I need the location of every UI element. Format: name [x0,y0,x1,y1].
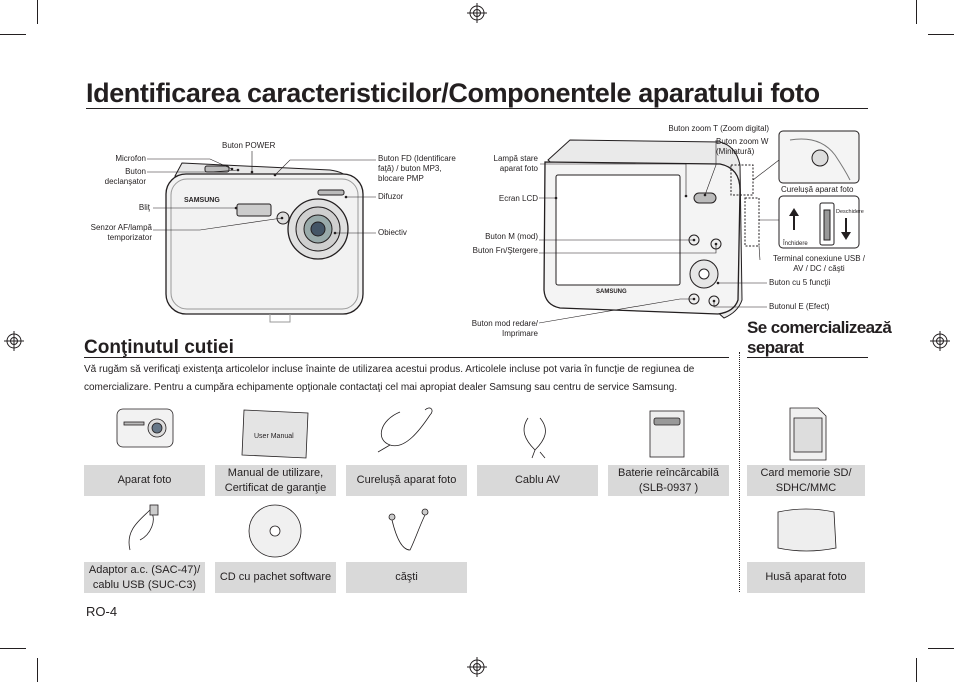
item-cd: CD cu pachet software [215,562,336,593]
item-husa: Husă aparat foto [747,562,865,593]
manual-cover-text: User Manual [254,433,294,440]
label-buton-fn: Buton Fn/Ştergere [472,246,538,255]
item-baterie: Baterie reîncărcabilă (SLB-0937 ) [608,465,729,496]
intro-text: Vă rugăm să verificaţi existenţa articol… [84,364,695,393]
crop-mark [37,0,38,24]
crop-mark [0,648,26,649]
label-deschidere: Deschidere [836,209,864,215]
label-obiectiv: Obiectiv [378,228,407,237]
label-zoom-w: Buton zoom W (Miniatură) [716,137,769,156]
page-number: RO-4 [86,604,118,619]
title-rule [86,108,868,109]
section-rule [84,357,729,358]
section-title-box: Conţinutul cutiei [84,337,234,358]
label-cureluse: Curelușă aparat foto [781,185,854,194]
label-microfon: Microfon [115,154,146,163]
crop-mark [916,0,917,24]
section-title-line: separat [747,338,804,357]
item-cureluse: Curelușă aparat foto [346,465,467,496]
crop-mark [916,658,917,682]
brand-logo-back: SAMSUNG [596,289,627,295]
brand-logo: SAMSUNG [184,197,220,204]
item-manual: Manual de utilizare, Certificat de garan… [215,465,336,496]
page-title: Identificarea caracteristicilor/Componen… [86,78,820,108]
item-aparat-foto: Aparat foto [84,465,205,496]
dotted-separator [739,352,740,592]
item-cablu-av: Cablu AV [477,465,598,496]
label-blit: Bliţ [138,203,150,212]
item-card-memorie: Card memorie SD/ SDHC/MMC [747,465,865,496]
label-difuzor: Difuzor [378,192,404,201]
label-inchidere: Închidere [782,240,808,247]
section-rule [747,357,868,358]
label-buton-declansator: Buton declanşator [104,167,146,186]
label-ecran-lcd: Ecran LCD [498,194,538,203]
label-terminal: Terminal conexiune USB / AV / DC / căşti [772,254,866,273]
crop-mark [37,658,38,682]
label-buton-power: Buton POWER [222,141,276,150]
label-lampa-stare: Lampă stare aparat foto [493,154,538,173]
label-buton-m: Buton M (mod) [485,232,538,241]
label-buton-e: Butonul E (Efect) [769,302,830,311]
section-title-line: Se comercializează [747,318,892,337]
crop-mark [0,34,26,35]
item-adaptor: Adaptor a.c. (SAC-47)/ cablu USB (SUC-C3… [84,562,205,593]
item-casti: căşti [346,562,467,593]
crop-mark [928,648,954,649]
label-senzor: Senzor AF/lampă temporizator [90,223,152,242]
label-buton-mod-redare: Buton mod redare/ Imprimare [471,319,538,338]
crop-mark [928,34,954,35]
label-zoom-t: Buton zoom T (Zoom digital) [668,124,769,133]
label-buton-fd: Buton FD (Identificare faţă) / buton MP3… [378,154,456,183]
section-title-separate: Se comercializează separat [747,318,892,358]
label-buton-5: Buton cu 5 funcţii [769,278,831,287]
